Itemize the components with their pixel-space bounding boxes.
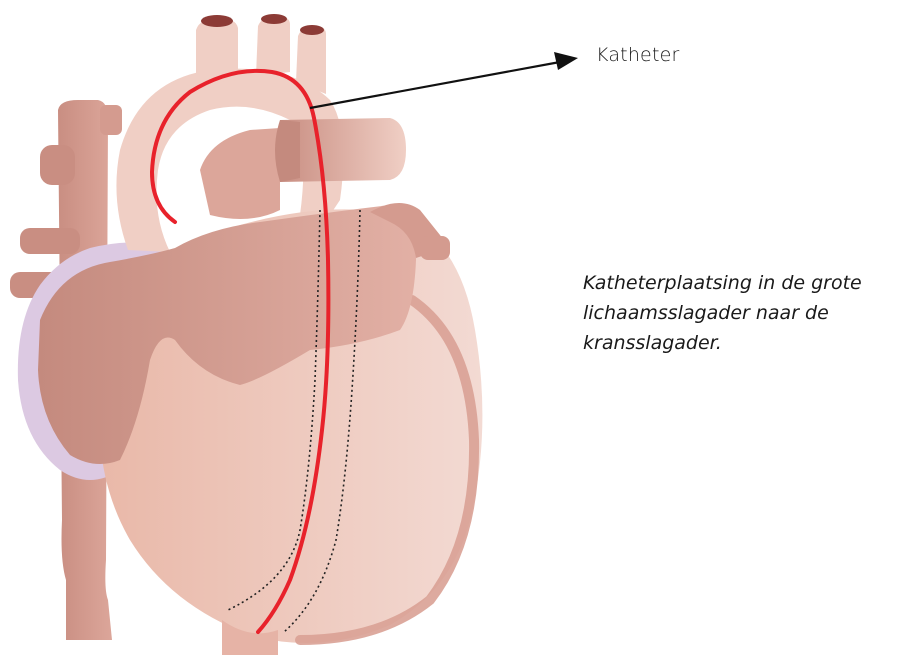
catheter-label: Katheter bbox=[596, 44, 680, 66]
diagram-caption: Katheterplaatsing in de grote lichaamssl… bbox=[583, 268, 905, 358]
arrow-pointer bbox=[310, 52, 578, 108]
